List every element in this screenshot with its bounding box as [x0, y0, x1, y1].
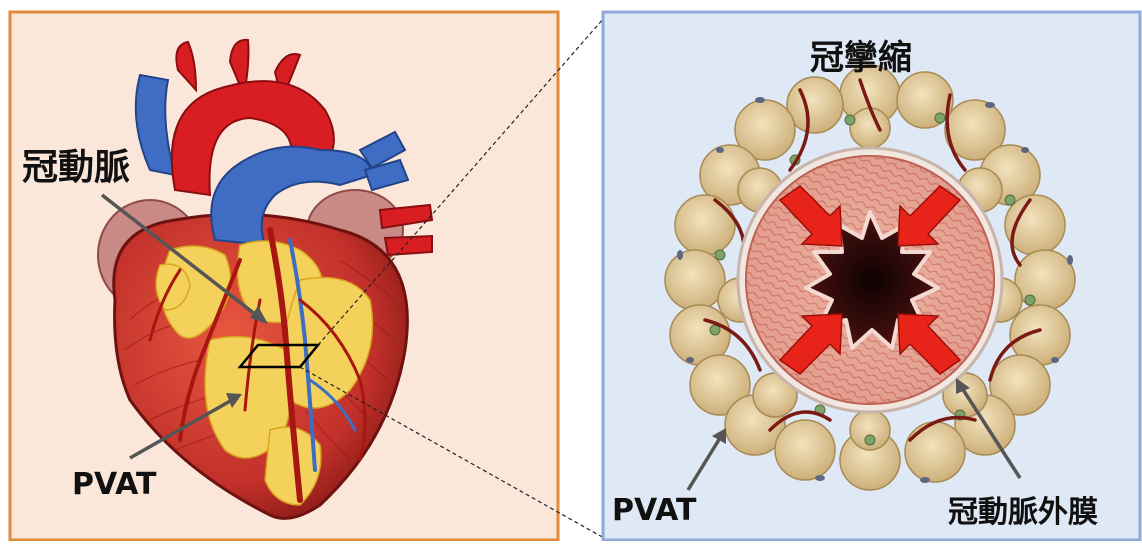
- coronary-adventitia-label: 冠動脈外膜: [948, 487, 1098, 531]
- pulmonary-vessel-red-2: [385, 236, 432, 255]
- coronary-spasm-title: 冠攣縮: [810, 30, 912, 79]
- pvat-label-right: PVAT: [612, 493, 697, 528]
- pvat-label-left: PVAT: [72, 467, 157, 502]
- coronary-artery-label: 冠動脈: [22, 138, 130, 190]
